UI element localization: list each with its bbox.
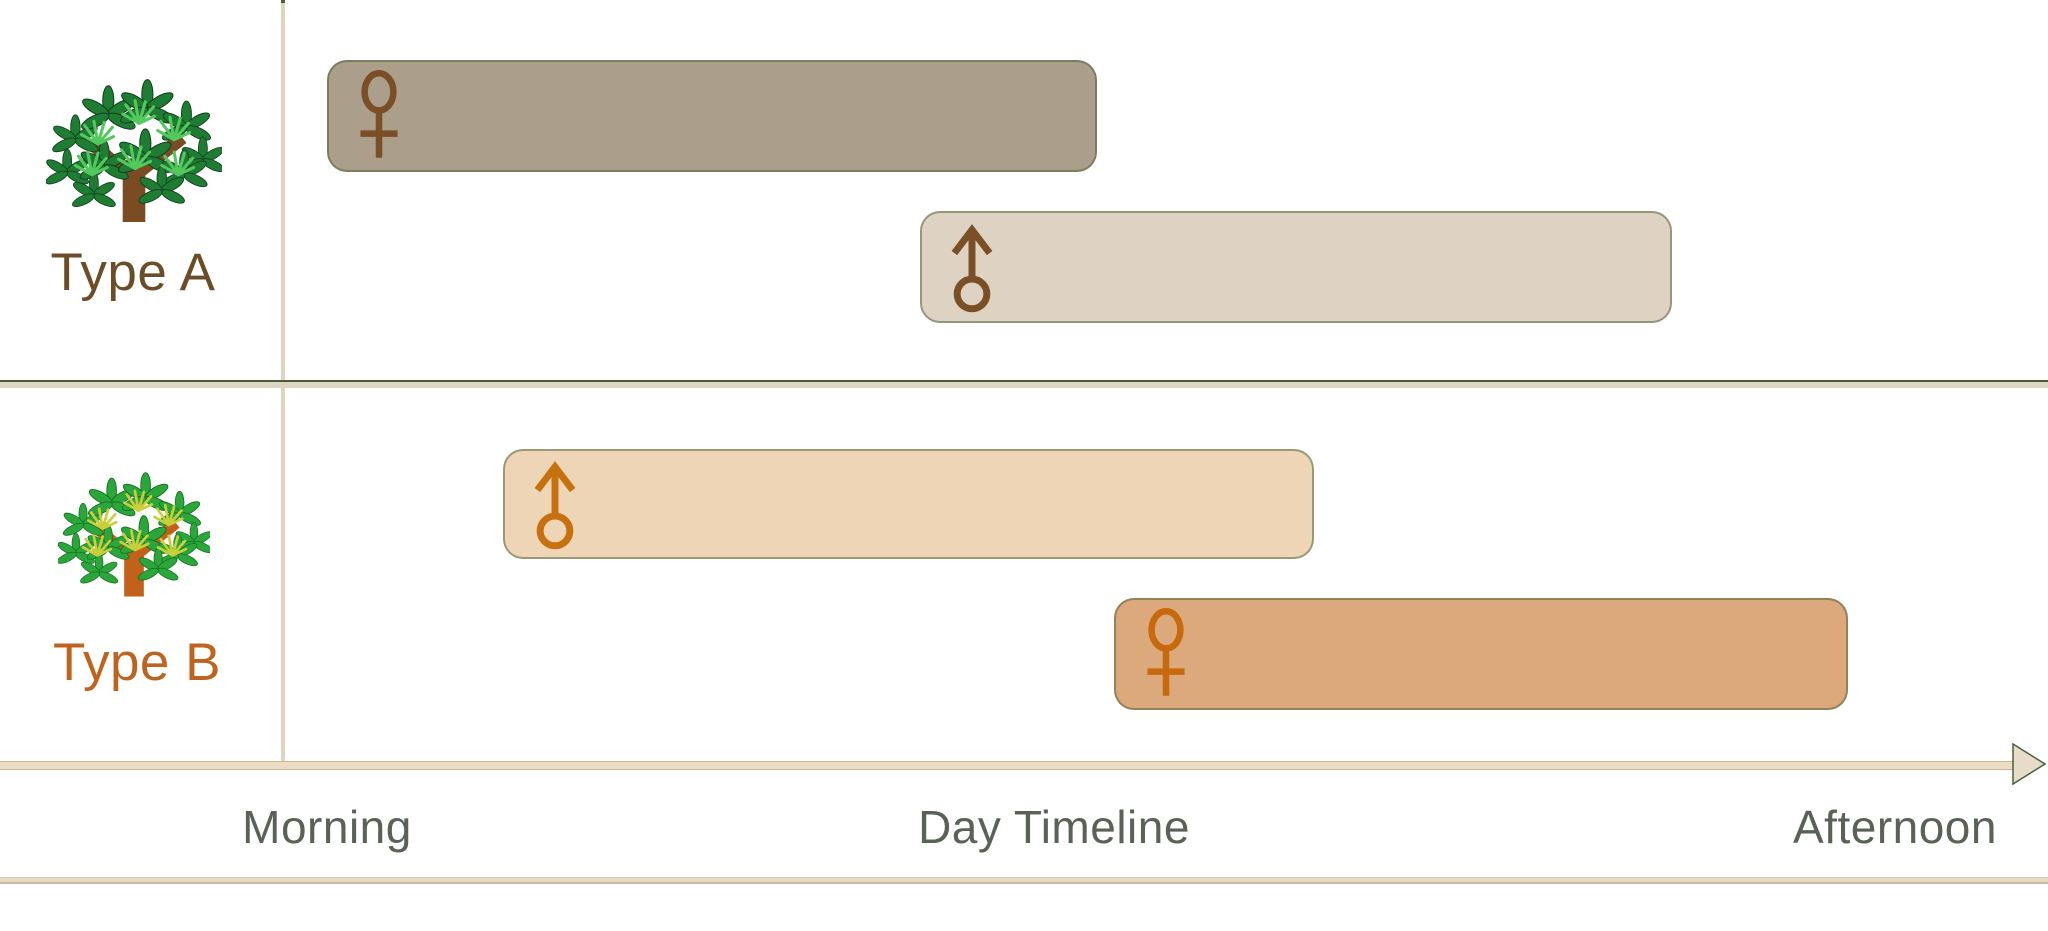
female-symbol-icon (360, 70, 398, 158)
row-divider-line (0, 380, 2048, 388)
bottom-border-line (0, 877, 2048, 884)
axis-title: Day Timeline (918, 801, 1190, 853)
task-bar-type-a-female (327, 60, 1098, 172)
female-symbol-icon (1147, 608, 1185, 696)
row-label-type-a: Type A (50, 243, 216, 302)
axis-label-afternoon: Afternoon (1793, 801, 1997, 853)
male-symbol-icon (951, 224, 993, 313)
task-bar-type-b-female (1114, 598, 1849, 710)
row-label-type-b: Type B (53, 633, 221, 692)
task-bar-type-a-male (919, 211, 1673, 323)
axis-label-morning: Morning (242, 801, 412, 853)
task-bar-type-b-male (503, 449, 1314, 559)
male-symbol-icon (534, 461, 576, 550)
axis-arrow-icon (2012, 742, 2047, 786)
type-a-tree-icon (46, 76, 222, 222)
type-b-tree-icon (58, 462, 210, 597)
x-axis-line (0, 761, 2016, 770)
